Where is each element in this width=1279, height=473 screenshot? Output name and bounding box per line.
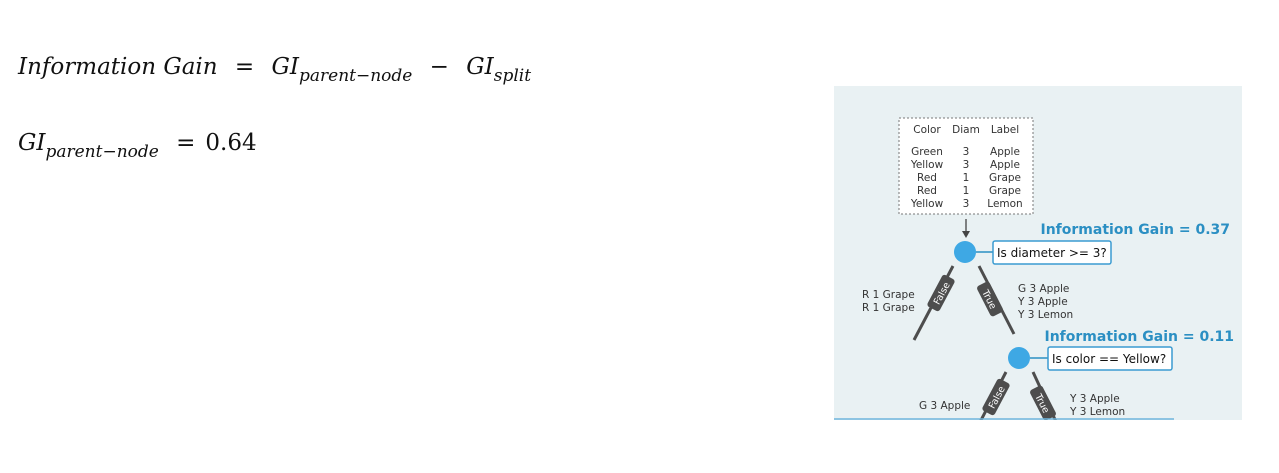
formula-gi-split-subscript: split: [493, 66, 532, 86]
table-header-diam: Diam: [952, 124, 980, 136]
node1-false-leaf-row: R 1 Grape: [862, 289, 915, 301]
formula-equals: =: [234, 54, 255, 80]
table-cell: 1: [963, 185, 970, 197]
node2-false-label: False: [987, 384, 1008, 410]
node1-false-label: False: [932, 280, 953, 306]
node2-true-leaf-row: Y 3 Apple: [1069, 393, 1120, 405]
node2-true-leaf-row: Y 3 Lemon: [1069, 406, 1125, 418]
formula-gi-parent-subscript: parent−node: [298, 66, 413, 86]
node2-false-tag: False: [982, 378, 1010, 416]
table-cell: Apple: [990, 159, 1020, 171]
decision-tree-diagram: Color Diam Label Green 3 Apple Yellow 3 …: [834, 86, 1242, 420]
table-cell: Lemon: [987, 198, 1022, 210]
node1-true-tag: True: [977, 281, 1003, 317]
table-cell: 3: [963, 146, 970, 158]
table-cell: Grape: [989, 172, 1021, 184]
formula-minus: −: [429, 54, 449, 80]
table-cell: Red: [917, 185, 937, 197]
node2-true-tag: True: [1030, 385, 1056, 420]
node1-false-leaf-row: R 1 Grape: [862, 302, 915, 314]
information-gain-formula: Information Gain = GIparent−node − GIspl…: [18, 54, 531, 85]
node1-true-leaf-row: G 3 Apple: [1018, 283, 1069, 295]
node1-true-leaf-row: Y 3 Apple: [1017, 296, 1068, 308]
table-cell: 1: [963, 172, 970, 184]
node1-true-leaf-row: Y 3 Lemon: [1017, 309, 1073, 321]
node1-question: Is diameter >= 3?: [997, 246, 1107, 260]
formula-gi-split: GI: [466, 54, 494, 80]
node2-information-gain: Information Gain = 0.11: [1045, 329, 1235, 345]
node2-question: Is color == Yellow?: [1052, 352, 1166, 366]
table-cell: Yellow: [910, 198, 944, 210]
formula-gi-parent: GI: [271, 54, 299, 80]
node1-false-tag: False: [927, 274, 955, 312]
table-cell: Green: [911, 146, 943, 158]
node2-question-box: [1047, 346, 1173, 371]
table-cell: 3: [963, 159, 970, 171]
node1-circle: [954, 241, 976, 263]
formula-gi-parent: GI: [18, 130, 46, 156]
table-cell: 3: [963, 198, 970, 210]
table-cell: Yellow: [910, 159, 944, 171]
table-cell: Apple: [990, 146, 1020, 158]
formula-gi-parent-subscript: parent−node: [45, 142, 159, 162]
table-header-label: Label: [991, 124, 1019, 136]
table-header-color: Color: [913, 124, 941, 136]
node2-false-leaf-row: G 3 Apple: [919, 400, 970, 412]
gi-parent-value: 0.64: [205, 130, 257, 156]
table-cell: Grape: [989, 185, 1021, 197]
node2-circle: [1008, 347, 1030, 369]
dataset-table: Color Diam Label Green 3 Apple Yellow 3 …: [898, 117, 1034, 215]
table-to-node-arrow: [962, 219, 970, 238]
table-cell: Red: [917, 172, 937, 184]
decision-tree-svg: Color Diam Label Green 3 Apple Yellow 3 …: [834, 117, 1235, 420]
dataset-table-border: [898, 117, 1034, 215]
node1-question-box: [992, 240, 1112, 265]
gi-parent-value-formula: GIparent−node = 0.64: [18, 130, 257, 161]
node1-information-gain: Information Gain = 0.37: [1041, 222, 1231, 238]
formula-gain-term: Information Gain: [18, 54, 218, 80]
formula-equals: =: [176, 130, 196, 156]
